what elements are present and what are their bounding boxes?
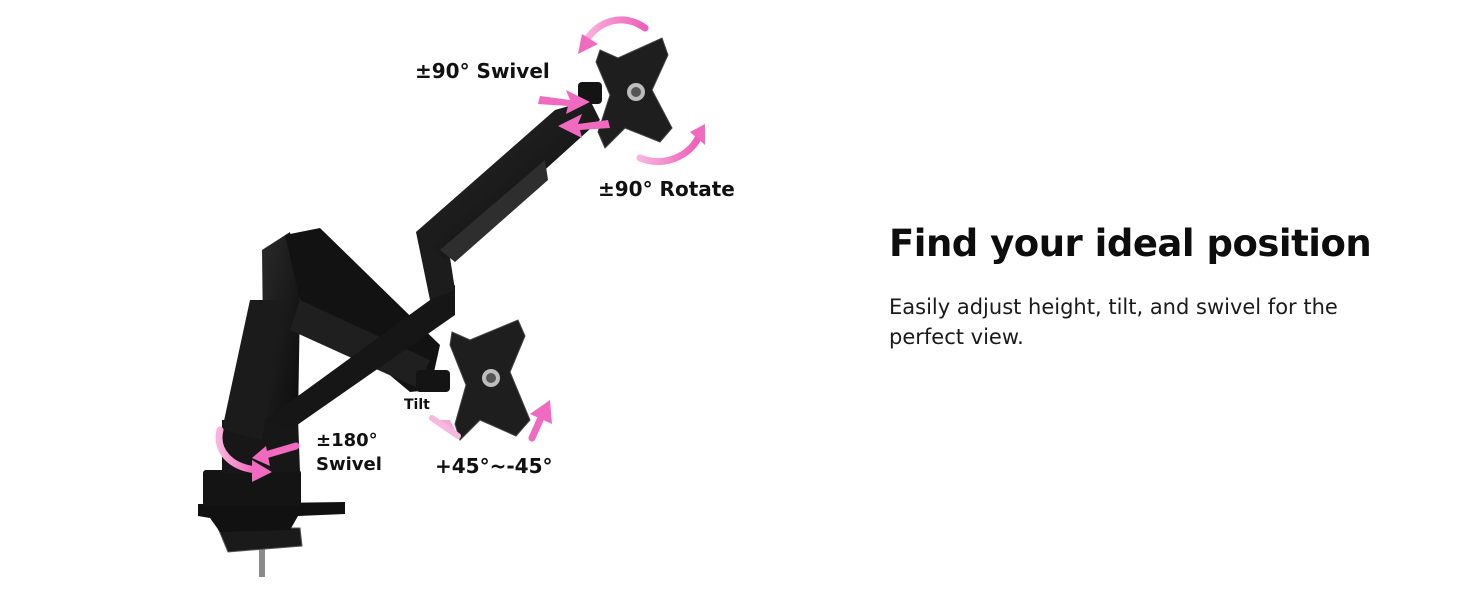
headline: Find your ideal position — [889, 222, 1372, 265]
dual-monitor-arm-illustration — [198, 16, 705, 577]
rotate-arrow-top — [578, 16, 649, 54]
tilt-label: Tilt — [404, 397, 430, 413]
base-swivel-word: Swivel — [316, 454, 382, 475]
bottom-vesa-plate — [416, 319, 531, 441]
base-swivel-arrows — [215, 426, 300, 482]
rotate-callout: ±90° Rotate — [598, 177, 735, 201]
feature-text-panel: Find your ideal position Easily adjust h… — [889, 220, 1409, 352]
top-swivel-arrows — [538, 90, 610, 138]
base-swivel-degree: ±180° — [316, 430, 378, 451]
feature-description: Easily adjust height, tilt, and swivel f… — [889, 295, 1338, 349]
desk-clamp — [198, 470, 345, 577]
tilt-arrows — [429, 400, 552, 442]
tilt-range-callout: +45°~-45° — [435, 454, 553, 478]
upper-arm — [265, 100, 600, 430]
top-swivel-callout: ±90° Swivel — [415, 59, 550, 83]
rotate-arrow-bottom — [636, 124, 705, 165]
base-swivel-callout: ±180° Swivel — [316, 429, 382, 477]
top-vesa-plate — [578, 37, 673, 149]
